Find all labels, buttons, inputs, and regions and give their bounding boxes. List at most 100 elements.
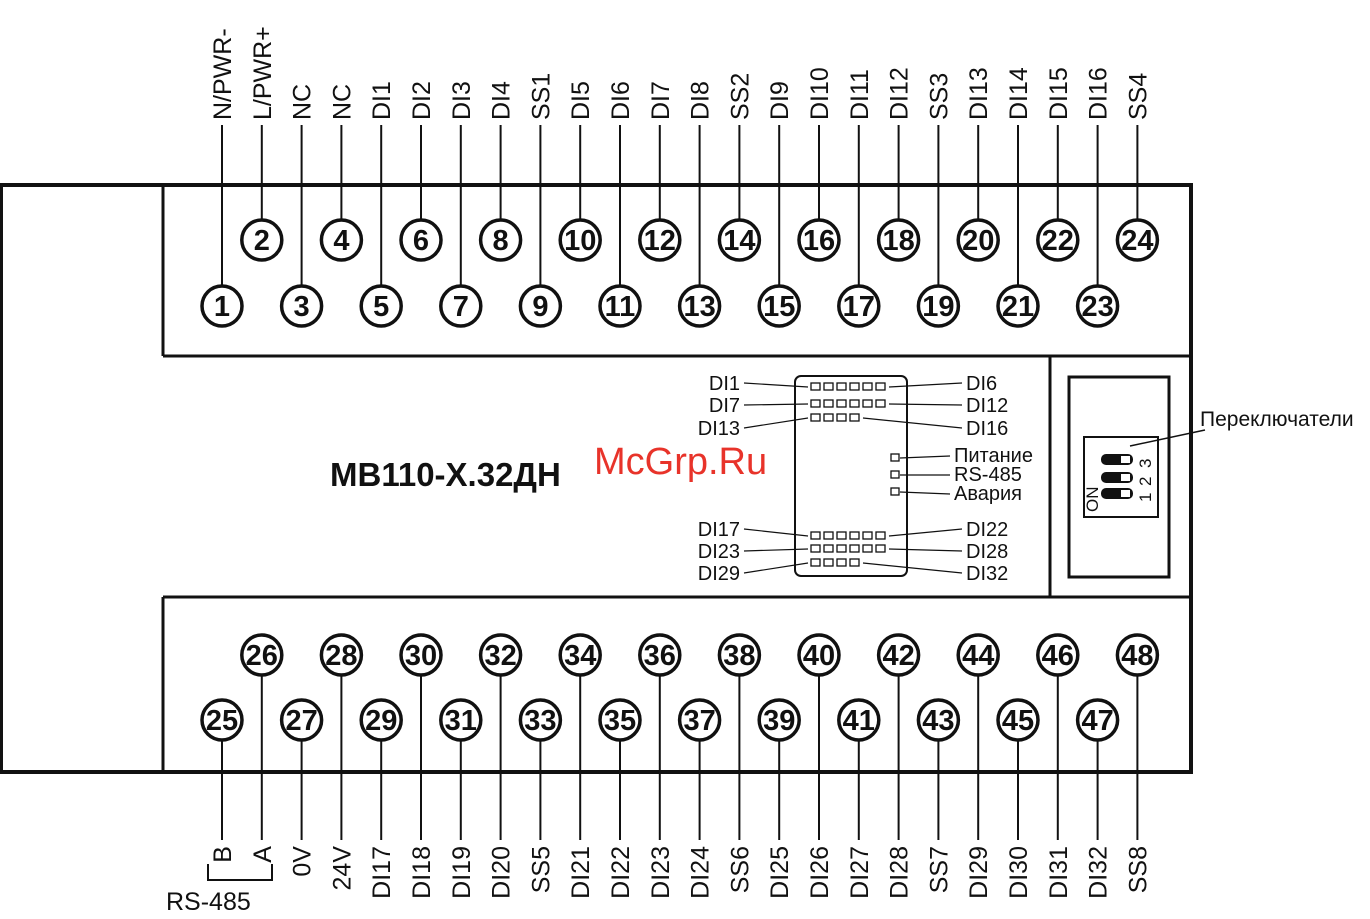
terminal-label: DI4	[488, 81, 516, 120]
terminal-number: 23	[1081, 291, 1113, 323]
terminal-number: 44	[962, 640, 994, 672]
led-panel	[794, 375, 908, 577]
terminal-number: 14	[723, 225, 755, 257]
terminal-number: 30	[405, 640, 437, 672]
led	[862, 544, 873, 553]
dip-number: 2	[1136, 477, 1155, 486]
terminal-label: DI26	[806, 846, 834, 899]
terminal-ring	[279, 698, 324, 742]
terminal-27: 27	[279, 698, 324, 742]
terminal-label: DI17	[368, 846, 396, 899]
led	[875, 544, 886, 553]
terminal-label: DI16	[1085, 67, 1113, 120]
led-leader	[743, 548, 809, 552]
terminal-ring	[1115, 218, 1160, 262]
terminal-label: N/PWR-	[209, 28, 237, 120]
terminal-ring	[797, 218, 841, 262]
terminal-number: 25	[206, 705, 238, 737]
terminal-number: 35	[604, 705, 636, 737]
led	[836, 382, 847, 391]
terminal-label: SS5	[527, 846, 555, 893]
terminal-label: DI13	[965, 67, 993, 120]
led-leader	[888, 548, 963, 552]
terminal-ring	[399, 633, 443, 677]
led	[823, 399, 834, 408]
terminal-7: 7	[439, 284, 483, 328]
led	[836, 413, 847, 422]
terminal-18: 18	[876, 218, 921, 262]
terminal-46: 46	[1036, 633, 1080, 677]
terminal-label: DI22	[607, 846, 635, 899]
terminal-number: 10	[564, 225, 596, 257]
terminal-ring	[200, 698, 244, 742]
led-leader	[743, 562, 809, 574]
module-title: МВ110-Х.32ДН	[330, 456, 561, 493]
terminal-number: 1	[214, 291, 230, 323]
led	[849, 544, 860, 553]
terminal-label: DI28	[886, 846, 914, 899]
terminal-label: SS4	[1124, 73, 1152, 120]
terminal-number: 5	[373, 291, 389, 323]
terminal-6: 6	[399, 218, 443, 262]
led	[823, 382, 834, 391]
terminal-31: 31	[439, 698, 483, 742]
terminal-29: 29	[359, 698, 403, 742]
led-leader	[743, 403, 809, 406]
terminal-label: DI27	[846, 846, 874, 899]
terminal-number: 31	[445, 705, 477, 737]
led-label: DI12	[966, 395, 1008, 417]
led	[849, 413, 860, 422]
terminal-label: DI29	[965, 846, 993, 899]
led	[849, 531, 860, 540]
terminal-41: 41	[837, 698, 881, 742]
terminal-43: 43	[916, 698, 961, 742]
terminal-label: DI19	[448, 846, 476, 899]
led	[810, 382, 821, 391]
terminal-number: 38	[723, 640, 755, 672]
terminal-ring	[837, 698, 881, 742]
led	[849, 399, 860, 408]
terminal-ring	[598, 284, 642, 328]
led	[823, 413, 834, 422]
terminal-14: 14	[717, 218, 762, 262]
terminal-number: 15	[763, 291, 795, 323]
terminal-4: 4	[319, 218, 364, 262]
terminal-44: 44	[956, 633, 1000, 677]
terminal-number: 46	[1042, 640, 1074, 672]
led	[823, 558, 834, 567]
terminal-number: 8	[493, 225, 509, 257]
terminal-number: 16	[803, 225, 835, 257]
terminal-24: 24	[1115, 218, 1160, 262]
terminal-28: 28	[319, 633, 364, 677]
module-body	[0, 183, 1193, 774]
led	[862, 382, 873, 391]
led	[836, 399, 847, 408]
terminal-ring	[677, 698, 722, 742]
terminal-label: DI20	[488, 846, 516, 899]
terminal-ring	[240, 633, 284, 677]
terminal-label: NC	[289, 84, 317, 120]
terminal-label: DI31	[1045, 846, 1073, 899]
terminal-label: DI6	[607, 81, 635, 120]
terminal-number: 17	[843, 291, 875, 323]
status-leader	[899, 491, 951, 495]
terminal-number: 22	[1042, 225, 1074, 257]
led-label: DI23	[698, 541, 740, 563]
terminal-number: 33	[524, 705, 556, 737]
led-label: DI32	[966, 563, 1008, 585]
terminal-ring	[916, 698, 961, 742]
terminal-ring	[916, 284, 961, 328]
terminal-20: 20	[956, 218, 1000, 262]
terminal-ring	[677, 284, 722, 328]
terminal-16: 16	[797, 218, 841, 262]
dip-knob	[1121, 456, 1130, 463]
terminal-13: 13	[677, 284, 722, 328]
led-leader	[743, 382, 809, 388]
terminal-33: 33	[518, 698, 563, 742]
terminal-ring	[319, 633, 364, 677]
terminal-ring	[876, 633, 921, 677]
led	[823, 531, 834, 540]
terminal-ring	[439, 698, 483, 742]
